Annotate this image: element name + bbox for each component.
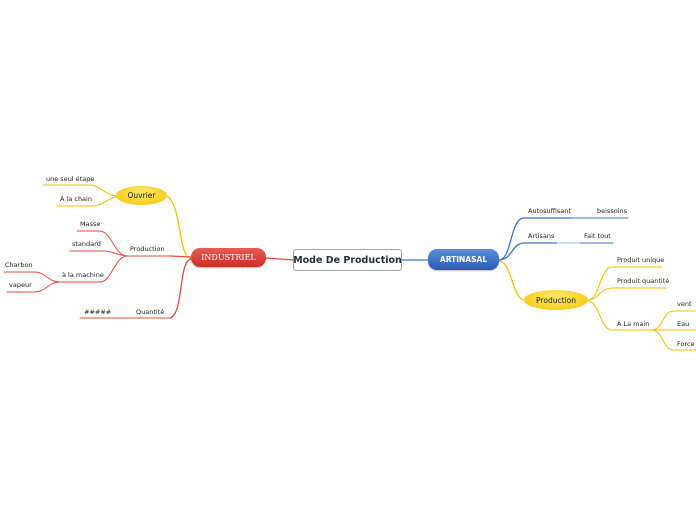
node-masse[interactable]: Masse <box>80 220 101 228</box>
link-industriel-production <box>169 255 192 258</box>
subtopic-production-artinasal-label: Production <box>536 295 576 305</box>
node-une-seul-etape[interactable]: une seul étape <box>46 175 95 183</box>
central-topic[interactable]: Mode De Production <box>293 249 402 271</box>
link-main-vent <box>651 310 696 331</box>
node-quantite[interactable]: Quantité <box>136 308 165 316</box>
link-ouvrier-a-la-chain <box>56 196 117 207</box>
link-artinasal-artisans <box>498 242 558 261</box>
node-hash[interactable]: ##### <box>84 308 112 316</box>
link-main-force <box>651 329 696 351</box>
node-force[interactable]: Force à <box>677 340 696 348</box>
topic-industriel-label: INDUSTRIEL <box>201 253 256 262</box>
node-a-la-machine[interactable]: à la machine <box>62 271 104 279</box>
link-production-masse <box>76 230 128 257</box>
node-production-industriel[interactable]: Production <box>130 245 165 253</box>
link-central-industriel <box>265 257 294 261</box>
link-production-standard <box>69 250 128 257</box>
node-charbon[interactable]: Charbon <box>5 261 33 269</box>
node-vent[interactable]: vent <box>677 300 692 308</box>
node-eau[interactable]: Eau <box>677 320 690 328</box>
central-topic-label: Mode De Production <box>293 254 402 266</box>
topic-industriel[interactable]: INDUSTRIEL <box>191 248 266 267</box>
link-machine-vapeur <box>6 281 61 293</box>
link-ouvrier-une-seul <box>42 184 117 197</box>
node-autosuffisant[interactable]: Autosuffisant <box>528 207 571 215</box>
node-a-la-chain[interactable]: À la chain <box>60 195 92 203</box>
link-industriel-ouvrier <box>166 195 192 259</box>
link-production-main <box>587 300 653 331</box>
node-produit-unique[interactable]: Produit unique <box>617 256 665 264</box>
topic-artinasal-label: ARTINASAL <box>439 255 488 264</box>
node-vapeur[interactable]: vapeur <box>9 281 32 289</box>
link-production-machine <box>59 255 128 283</box>
node-artisans[interactable]: Artisans <box>528 232 555 240</box>
node-a-la-main[interactable]: À La main <box>617 320 650 328</box>
link-production-quantite <box>587 287 667 301</box>
link-machine-charbon <box>3 271 61 283</box>
node-fait-tout[interactable]: Fait tout <box>584 232 611 240</box>
node-beissoins[interactable]: beissoins <box>597 207 627 215</box>
link-artinasal-autosuffisant <box>498 217 573 261</box>
node-standard[interactable]: standard <box>72 240 101 248</box>
node-produit-quantite[interactable]: Produit quantité <box>617 277 670 285</box>
subtopic-ouvrier-label: Ouvrier <box>127 191 156 200</box>
subtopic-ouvrier[interactable]: Ouvrier <box>116 186 167 205</box>
link-industriel-quantite <box>169 258 192 319</box>
topic-artinasal[interactable]: ARTINASAL <box>428 249 499 270</box>
link-artinasal-production <box>498 260 525 301</box>
link-production-unique <box>587 266 663 301</box>
subtopic-production-artinasal[interactable]: Production <box>524 290 588 310</box>
